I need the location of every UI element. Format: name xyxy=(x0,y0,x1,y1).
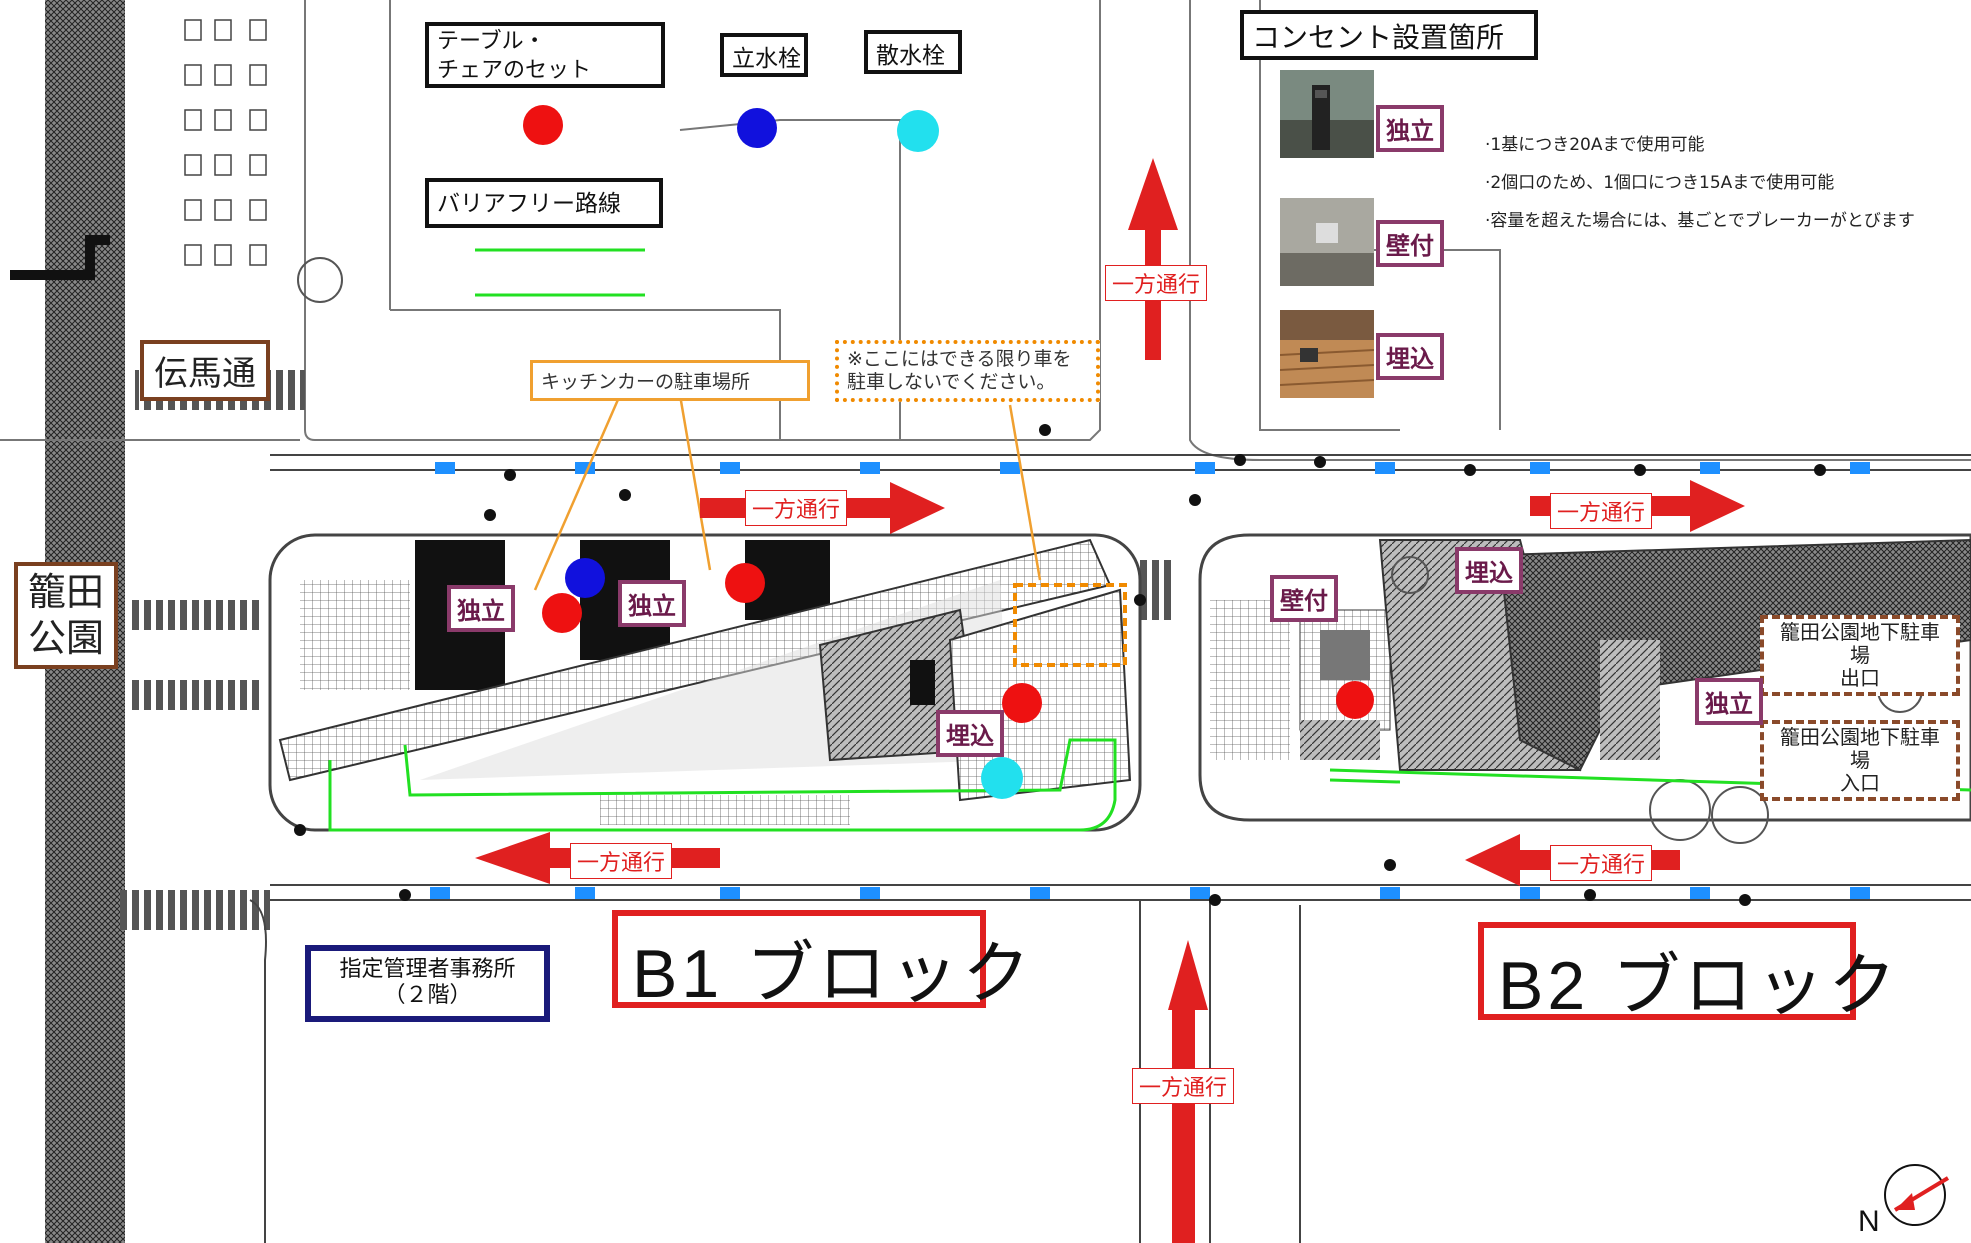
map-outlet-tag: 埋込 xyxy=(1455,547,1523,594)
freestanding-outlet-photo xyxy=(1280,70,1374,158)
barrier-free-legend-lines xyxy=(475,248,645,297)
table-set-dot xyxy=(1336,681,1374,719)
b2-interior xyxy=(1210,538,1971,844)
map-outlet-tag: 壁付 xyxy=(1270,575,1338,622)
map-outlet-tag: 独立 xyxy=(447,585,515,632)
standpipe-legend-dot xyxy=(737,108,777,148)
north-label: N xyxy=(1858,1205,1880,1238)
block-b2-label: B2 ブロック xyxy=(1478,922,1896,1024)
one-way-label: 一方通行 xyxy=(570,843,673,879)
garage-entrance-label: 籠田公園地下駐車場 入口 xyxy=(1760,720,1960,801)
embedded-outlet-photo xyxy=(1280,310,1374,398)
outlet-note: ·1基につき20Aまで使用可能 xyxy=(1485,135,1705,155)
outlet-note: ·2個口のため、1個口につき15Aまで使用可能 xyxy=(1485,173,1835,193)
barrier-free-legend-label: バリアフリー路線 xyxy=(425,178,663,228)
management-office-label: 指定管理者事務所 （２階） xyxy=(305,945,550,1022)
one-way-label: 一方通行 xyxy=(1105,265,1208,301)
sprinkler-legend-dot xyxy=(897,110,939,152)
outlet-note: ·容量を超えた場合には、基ごとでブレーカーがとびます xyxy=(1485,211,1915,231)
kagota-park-label: 籠田 公園 xyxy=(14,562,119,670)
one-way-label: 一方通行 xyxy=(745,490,848,526)
kitchen-car-parking-label: キッチンカーの駐車場所 xyxy=(530,360,810,401)
curb-markers xyxy=(430,462,1870,899)
one-way-label: 一方通行 xyxy=(1550,845,1653,881)
map-outlet-tag: 独立 xyxy=(618,580,686,627)
outlet-type-freestanding: 独立 xyxy=(1376,105,1444,152)
block-b1-label: B1 ブロック xyxy=(612,910,1030,1012)
leader-lines xyxy=(533,394,1042,591)
map-outlet-tag: 独立 xyxy=(1695,678,1763,725)
park-wall-outline xyxy=(10,235,110,280)
road-edges xyxy=(249,454,1971,1243)
map-outlet-tag: 埋込 xyxy=(936,710,1004,757)
table-set-legend-label: テーブル・ チェアのセット xyxy=(425,22,665,88)
outlets-title: コンセント設置箇所 xyxy=(1240,10,1538,60)
no-parking-zone xyxy=(1013,583,1127,667)
sprinkler-dot xyxy=(981,757,1023,799)
table-set-dot xyxy=(1002,683,1042,723)
table-set-legend-dot xyxy=(523,105,563,145)
north-arrow-icon xyxy=(1884,1164,1950,1226)
one-way-label: 一方通行 xyxy=(1550,493,1653,529)
wall-outlet-photo xyxy=(1280,198,1374,286)
denma-street-label: 伝馬通 xyxy=(140,340,270,401)
no-parking-note: ※ここにはできる限り車を 駐車しないでください。 xyxy=(835,340,1100,402)
standpipe-dot xyxy=(565,558,605,598)
garage-exit-label: 籠田公園地下駐車場 出口 xyxy=(1760,615,1960,696)
table-set-dot xyxy=(725,563,765,603)
tree-icon xyxy=(297,257,343,303)
one-way-label: 一方通行 xyxy=(1132,1068,1235,1104)
parking-stalls xyxy=(184,19,267,266)
table-set-dot xyxy=(542,593,582,633)
sprinkler-legend-label: 散水栓 xyxy=(864,30,962,74)
bollards xyxy=(294,424,1826,906)
standpipe-legend-label: 立水栓 xyxy=(720,33,808,77)
outlet-type-wall: 壁付 xyxy=(1376,220,1444,267)
outlet-type-embedded: 埋込 xyxy=(1376,333,1444,380)
